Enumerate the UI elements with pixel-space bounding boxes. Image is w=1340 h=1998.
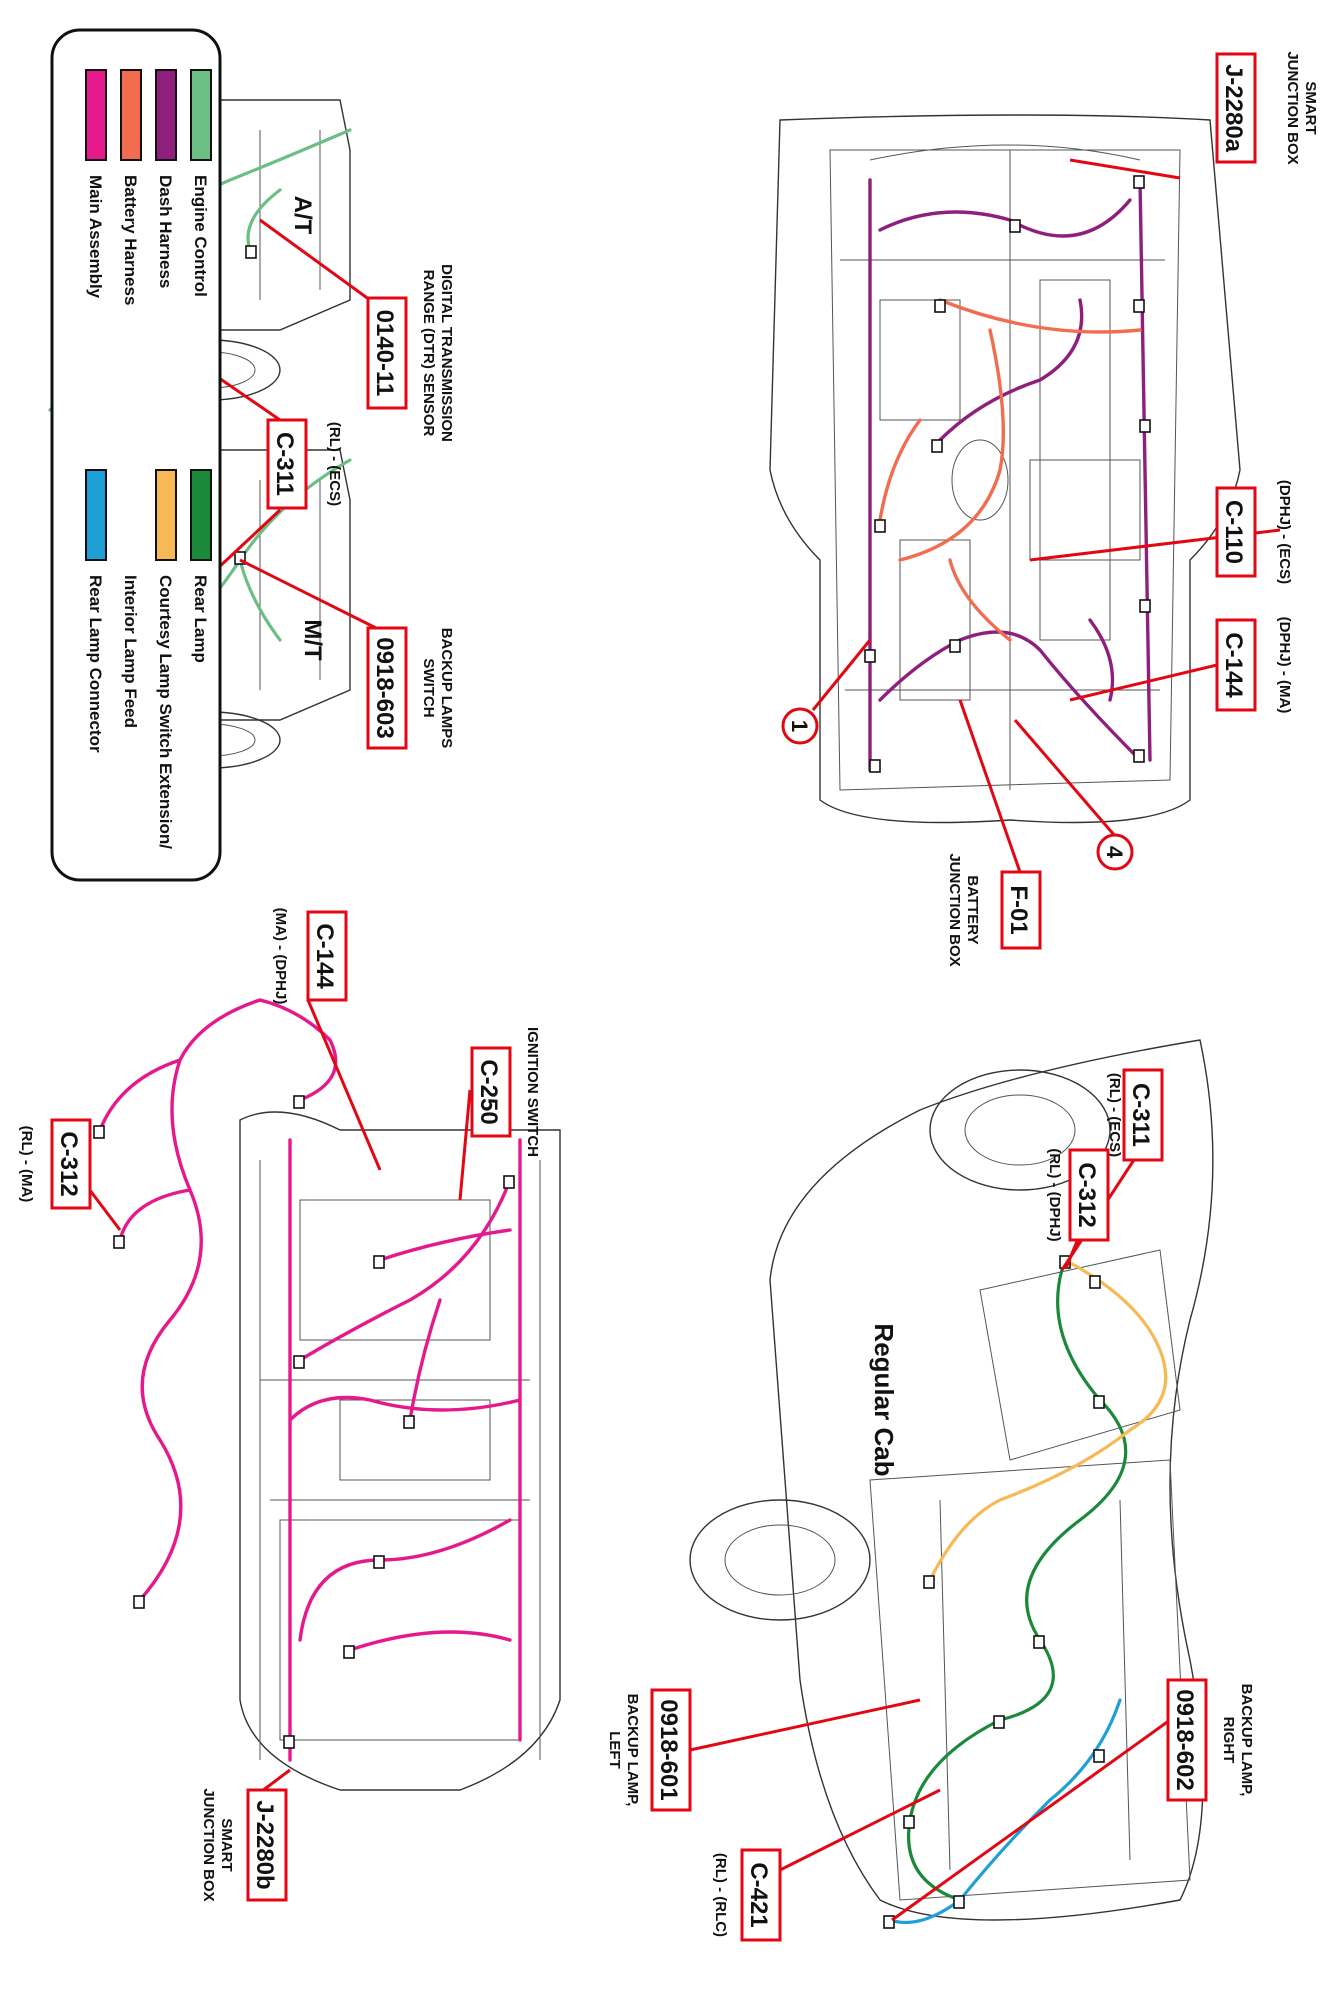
regular-cab-label: Regular Cab <box>869 1323 899 1476</box>
callout-backup-left[interactable]: 0918-601 BACKUP LAMP, LEFT <box>606 1688 921 1812</box>
c144-engine-sub-label: (DPHJ) - (MA) <box>1276 617 1293 714</box>
legend-label: Courtesy Lamp Switch Extension/ <box>156 575 175 849</box>
c311-trans-label: C-311 <box>271 432 298 496</box>
f01-label: F-01 <box>1005 885 1032 934</box>
marker-1[interactable]: 1 <box>781 639 872 745</box>
marker-1-label: 1 <box>787 720 812 732</box>
dtr-code-label: 0140-11 <box>371 310 398 397</box>
at-label: A/T <box>289 196 316 235</box>
c312-truck-sub-label: (RL) - (DPHJ) <box>1046 1148 1063 1241</box>
legend-swatch <box>190 469 212 561</box>
backup-left-line2-label: LEFT <box>606 1731 623 1769</box>
callout-j2280b[interactable]: J-2280b SMART JUNCTION BOX <box>200 1768 291 1902</box>
legend-label: Main Assembly <box>86 175 105 299</box>
legend-label: Rear Lamp Connector <box>86 575 105 753</box>
backup-switch-line1-label: BACKUP LAMPS <box>438 628 455 749</box>
callout-backup-switch[interactable]: 0918-603 BACKUP LAMPS SWITCH <box>239 558 455 750</box>
callout-dtr-sensor[interactable]: 0140-11 DIGITAL TRANSMISSION RANGE (DTR)… <box>259 218 455 442</box>
legend-swatch <box>120 69 142 161</box>
legend-label: Interior Lamp Feed <box>121 575 140 728</box>
legend-swatch <box>155 69 177 161</box>
smart-jb2-top-label: SMART <box>218 1818 235 1871</box>
ignition-switch-label: IGNITION SWITCH <box>524 1027 541 1157</box>
c311-truck-sub-label: (RL) - (ECS) <box>1106 1073 1123 1157</box>
backup-switch-line2-label: SWITCH <box>420 658 437 717</box>
marker-4-label: 4 <box>1102 846 1127 859</box>
engine-compartment <box>769 114 1241 824</box>
callout-f01[interactable]: F-01 BATTERY JUNCTION BOX <box>946 699 1042 967</box>
dtr-line2-label: RANGE (DTR) SENSOR <box>420 270 437 437</box>
truck-body: Regular Cab <box>689 1039 1214 1929</box>
backup-right-line2-label: RIGHT <box>1220 1717 1237 1764</box>
callout-c144-engine[interactable]: C-144 (DPHJ) - (MA) <box>1069 617 1293 714</box>
legend: Engine Control Dash Harness Battery Harnes… <box>50 28 222 882</box>
c110-label: C-110 <box>1220 500 1247 564</box>
c312-dash-label: C-312 <box>55 1131 82 1196</box>
legend-label: Dash Harness <box>156 175 175 288</box>
battery-jb-bottom-label: JUNCTION BOX <box>946 853 963 966</box>
callout-c110[interactable]: C-110 (DPHJ) - (ECS) <box>1029 480 1293 584</box>
legend-label: Engine Control <box>191 175 210 297</box>
c110-sub-label: (DPHJ) - (ECS) <box>1276 480 1293 584</box>
legend-swatch <box>190 69 212 161</box>
backup-left-line1-label: BACKUP LAMP, <box>624 1694 641 1807</box>
c144-engine-label: C-144 <box>1220 632 1247 698</box>
legend-swatch <box>155 469 177 561</box>
c421-label: C-421 <box>745 1862 772 1927</box>
callout-c421[interactable]: C-421 (RL) - (RLC) <box>712 1788 941 1942</box>
callout-c250[interactable]: C-250 IGNITION SWITCH <box>458 1027 541 1201</box>
backup-right-code-label: 0918-602 <box>1171 1689 1198 1790</box>
callout-c312-truck[interactable]: C-312 (RL) - (DPHJ) <box>1046 1148 1110 1269</box>
c144-dash-sub-label: (MA) - (DPHJ) <box>272 908 289 1005</box>
legend-frame <box>50 28 222 882</box>
callout-c312-dash[interactable]: C-312 (RL) - (MA) <box>18 1118 122 1231</box>
c144-dash-label: C-144 <box>311 923 338 989</box>
legend-swatch <box>85 69 107 161</box>
backup-switch-code-label: 0918-603 <box>371 637 398 738</box>
c311-trans-sub-label: (RL) - (ECS) <box>326 422 343 506</box>
j2280a-label: J-2280a <box>1220 64 1247 153</box>
c312-truck-label: C-312 <box>1073 1162 1100 1227</box>
c250-label: C-250 <box>475 1059 502 1124</box>
j2280b-label: J-2280b <box>251 1800 278 1889</box>
dash-panel <box>93 998 561 1791</box>
c311-truck-label: C-311 <box>1127 1083 1154 1147</box>
mt-label: M/T <box>299 619 326 661</box>
legend-swatch <box>85 469 107 561</box>
smart-jb-top-label: SMART <box>1302 81 1319 134</box>
battery-jb-top-label: BATTERY <box>964 875 981 944</box>
smart-jb-bottom-label: JUNCTION BOX <box>1284 51 1301 164</box>
backup-right-line1-label: BACKUP LAMP, <box>1238 1684 1255 1797</box>
legend-label: Rear Lamp <box>191 575 210 663</box>
backup-left-code-label: 0918-601 <box>655 1699 682 1800</box>
callout-c311-truck[interactable]: C-311 (RL) - (ECS) <box>1060 1068 1164 1271</box>
c312-dash-sub-label: (RL) - (MA) <box>18 1126 35 1203</box>
dtr-line1-label: DIGITAL TRANSMISSION <box>438 264 455 442</box>
callout-backup-right[interactable]: 0918-602 BACKUP LAMP, RIGHT <box>891 1678 1255 1922</box>
marker-4[interactable]: 4 <box>1013 719 1134 871</box>
callout-c144-dash[interactable]: C-144 (MA) - (DPHJ) <box>272 908 382 1171</box>
callout-j2280a[interactable]: J-2280a SMART JUNCTION BOX <box>1069 51 1319 180</box>
smart-jb2-bottom-label: JUNCTION BOX <box>200 1788 217 1901</box>
c421-sub-label: (RL) - (RLC) <box>712 1853 729 1937</box>
legend-label: Battery Harness <box>121 175 140 305</box>
